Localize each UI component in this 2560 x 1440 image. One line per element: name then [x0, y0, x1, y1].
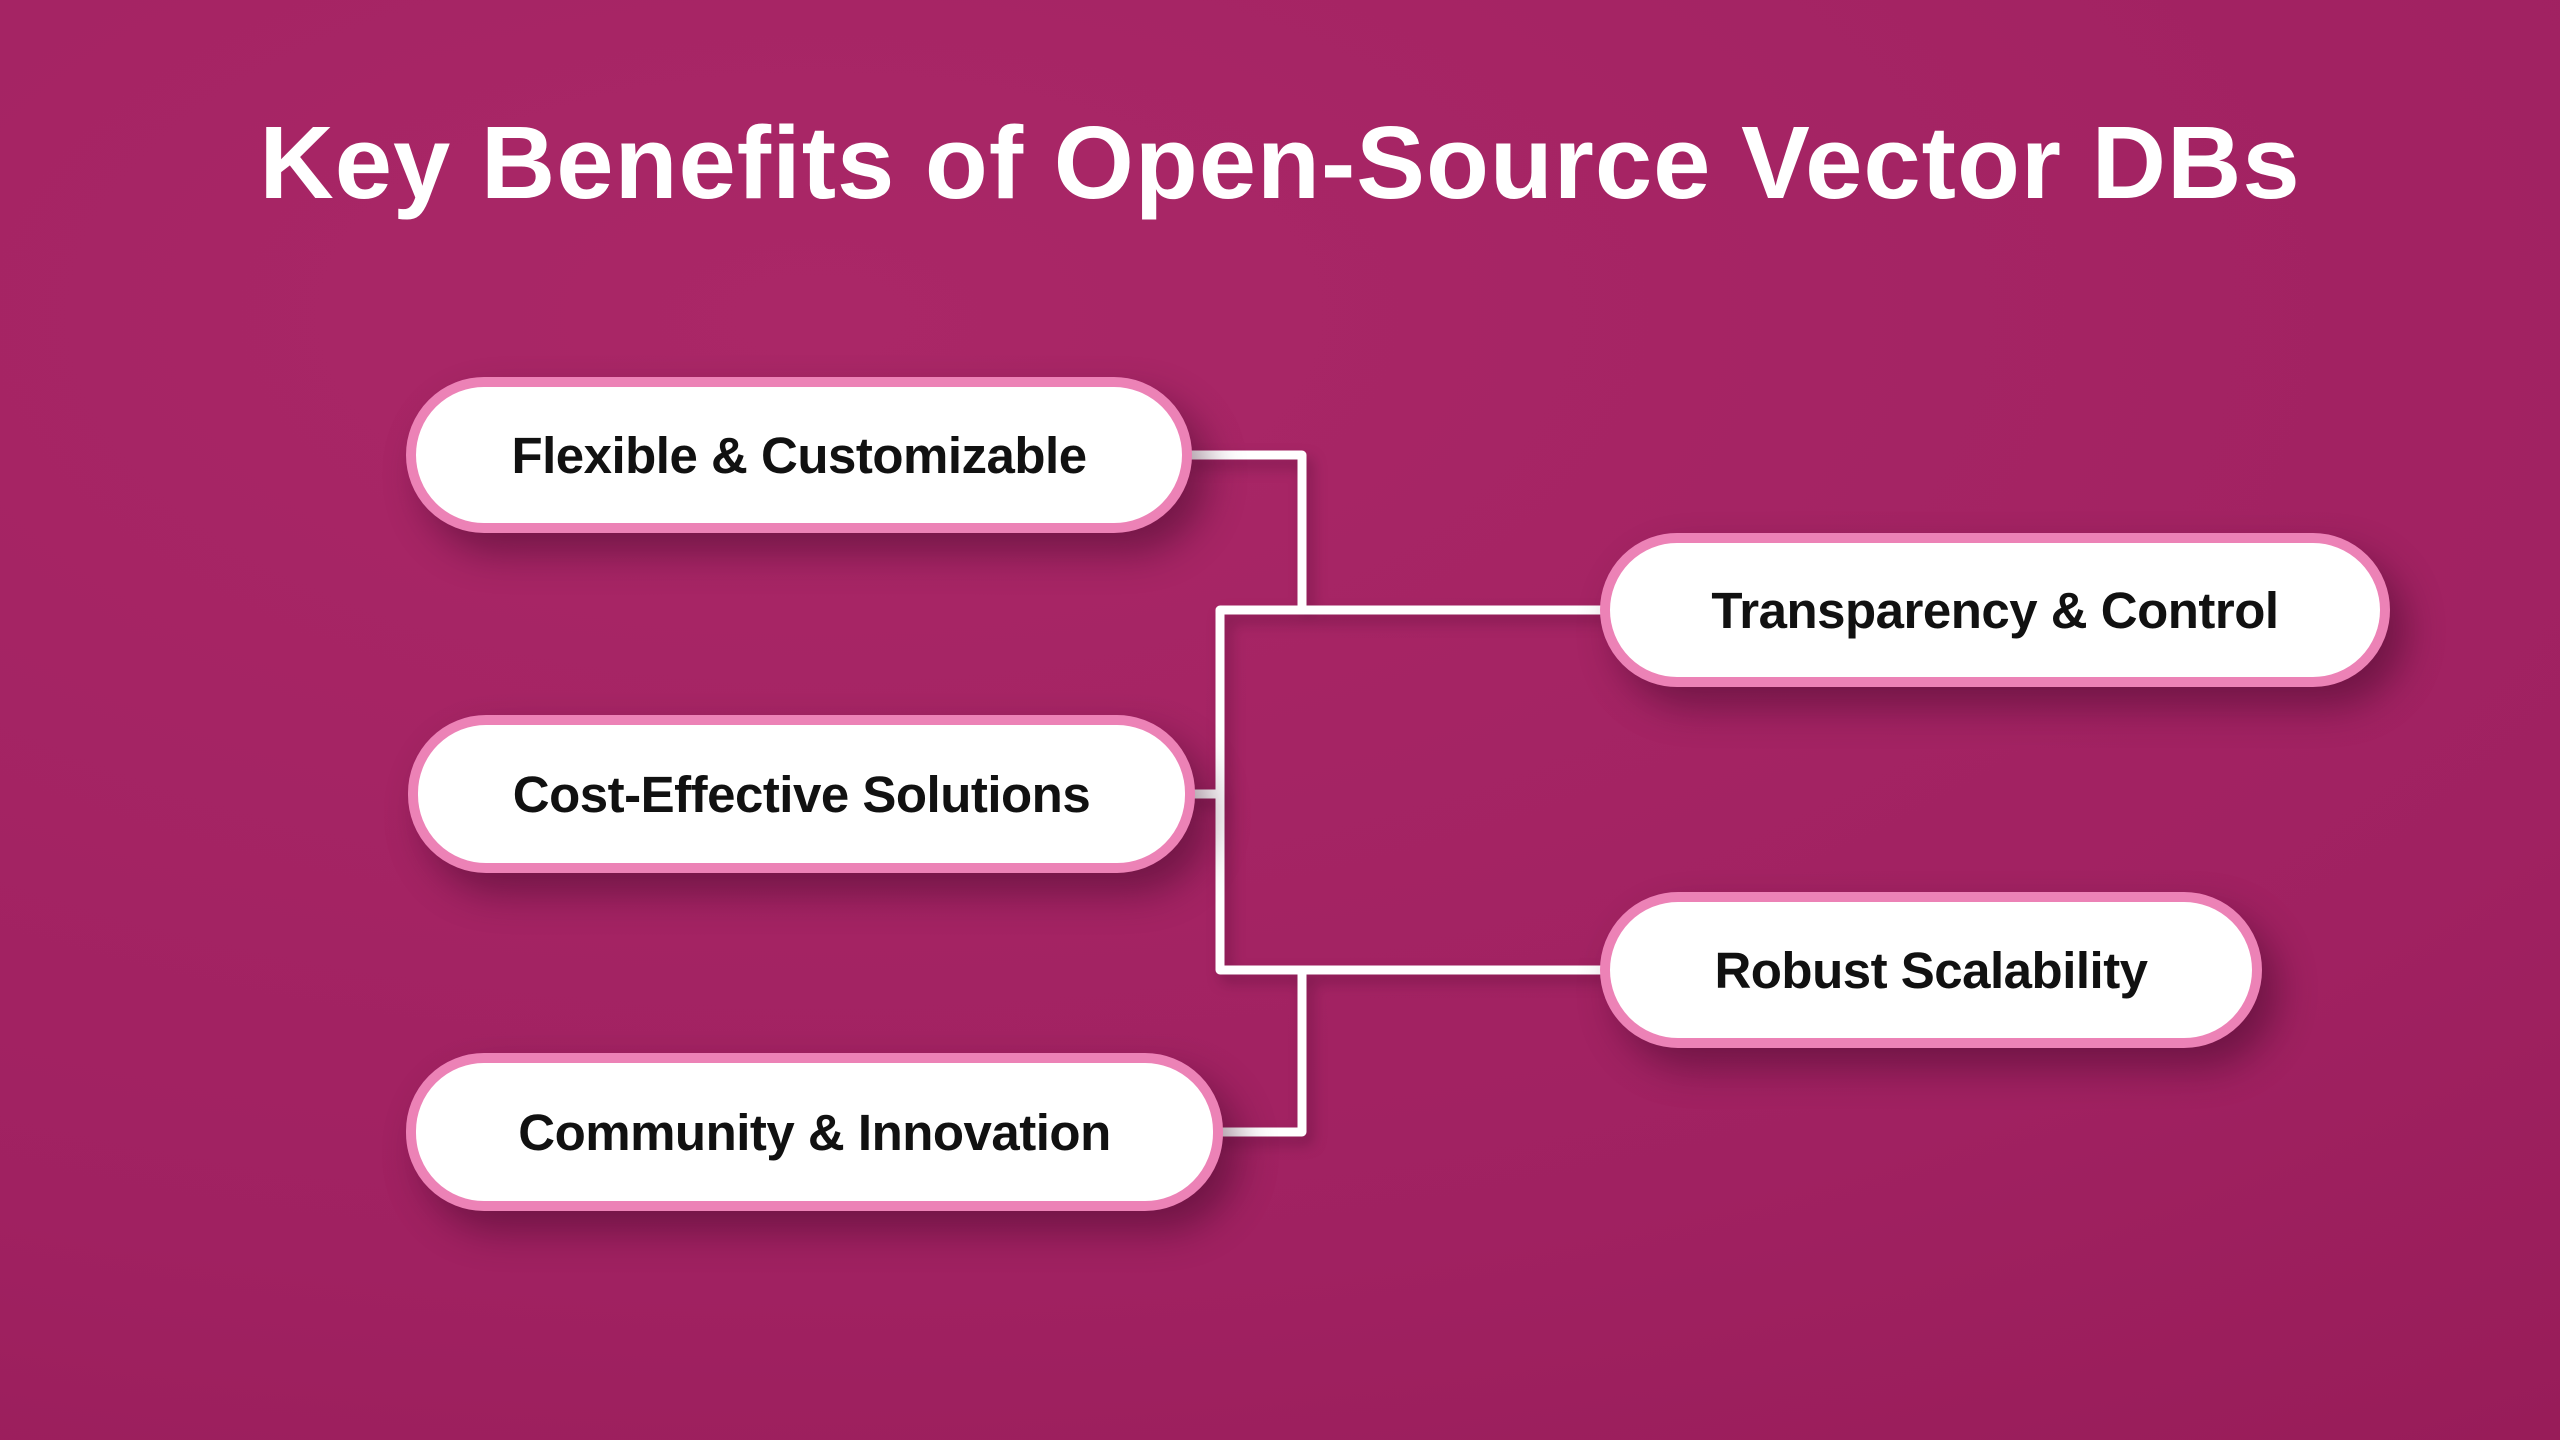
connector-trunk: [1215, 605, 1610, 975]
connector-community-innovation: [1212, 966, 1307, 1137]
page-title: Key Benefits of Open-Source Vector DBs: [259, 105, 2301, 220]
node-label: Community & Innovation: [518, 1103, 1111, 1161]
node-label: Robust Scalability: [1714, 941, 2148, 999]
node-robust-scalability: Robust Scalability: [1600, 892, 2262, 1048]
node-label: Cost-Effective Solutions: [512, 765, 1091, 823]
node-community-innovation: Community & Innovation: [406, 1053, 1223, 1211]
node-transparency-control: Transparency & Control: [1600, 533, 2390, 687]
node-flexible-customizable: Flexible & Customizable: [406, 377, 1192, 533]
node-label: Transparency & Control: [1711, 581, 2279, 639]
connector-flexible-customizable: [1185, 450, 1307, 612]
node-label: Flexible & Customizable: [511, 426, 1087, 484]
node-cost-effective-solutions: Cost-Effective Solutions: [408, 715, 1195, 873]
